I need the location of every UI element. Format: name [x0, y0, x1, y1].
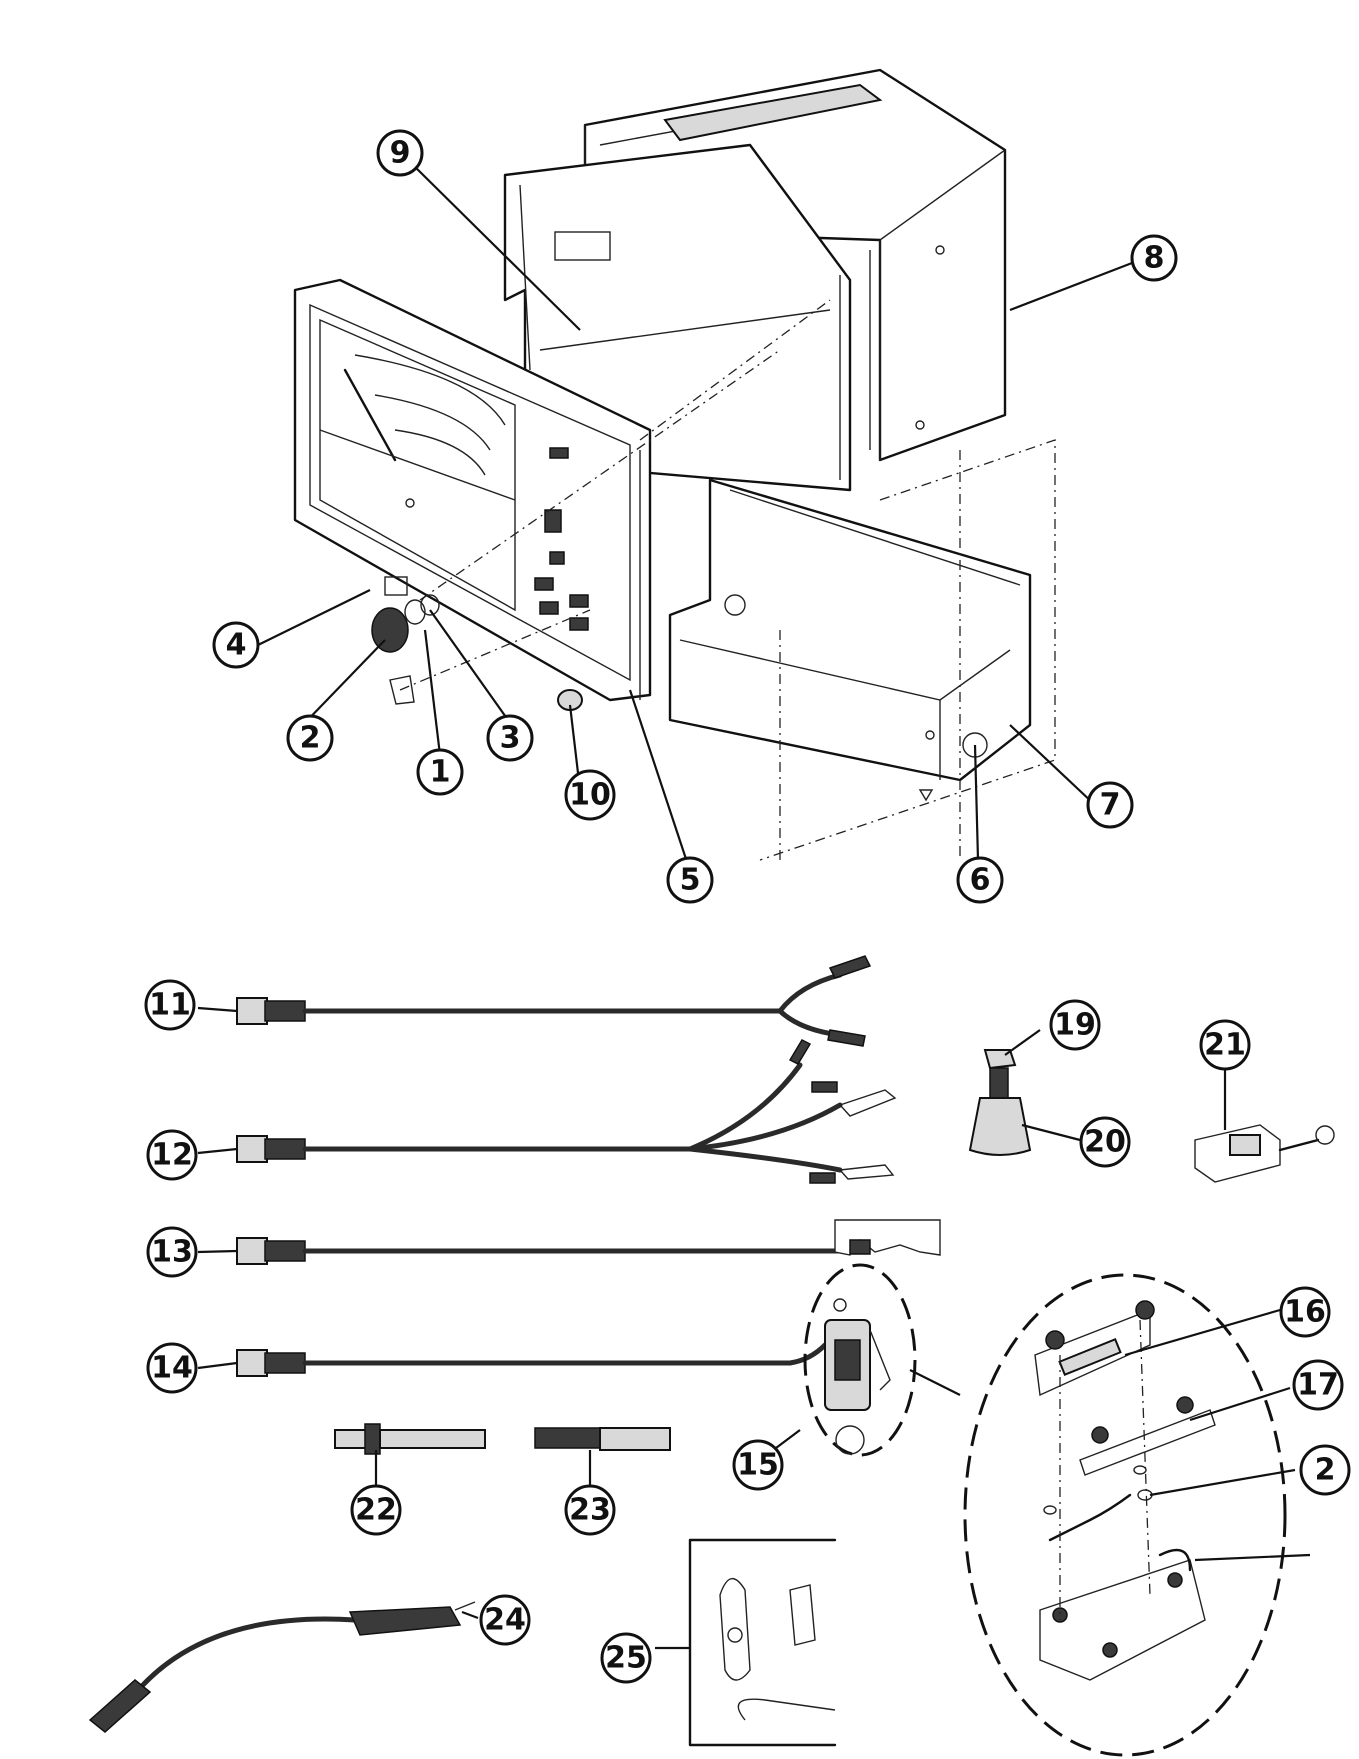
hardware-kit-25: [690, 1540, 835, 1745]
callout-14: 14: [148, 1344, 196, 1392]
svg-text:19: 19: [1054, 1008, 1096, 1043]
callout-24: 24: [481, 1596, 529, 1644]
callout-21: 21: [1201, 1021, 1249, 1069]
svg-text:9: 9: [390, 136, 411, 171]
callout-4: 4: [214, 623, 258, 667]
svg-text:4: 4: [226, 628, 247, 663]
adapter-23: [535, 1428, 670, 1450]
svg-text:14: 14: [151, 1351, 193, 1386]
callout-3: 3: [488, 716, 532, 760]
svg-text:8: 8: [1144, 241, 1165, 276]
svg-text:17: 17: [1297, 1368, 1339, 1403]
svg-text:2: 2: [1315, 1453, 1336, 1488]
connector-assembly: [805, 1265, 915, 1455]
svg-text:1: 1: [430, 755, 451, 790]
test-lead-14: [237, 1345, 825, 1376]
callout-11: 11: [146, 981, 194, 1029]
svg-text:16: 16: [1284, 1295, 1326, 1330]
svg-text:22: 22: [355, 1493, 397, 1528]
adapter-22: [335, 1424, 485, 1454]
callout-7: 7: [1088, 783, 1132, 827]
test-lead-11: [237, 956, 870, 1046]
svg-text:11: 11: [149, 988, 191, 1023]
svg-text:13: 13: [151, 1235, 193, 1270]
svg-text:6: 6: [970, 863, 991, 898]
jumper-lead-24: [90, 1602, 475, 1732]
terminal-connector: [1195, 1125, 1334, 1182]
svg-text:21: 21: [1204, 1028, 1246, 1063]
callout-16: 16: [1281, 1288, 1329, 1336]
callout-22: 22: [352, 1486, 400, 1534]
svg-text:7: 7: [1100, 788, 1121, 823]
bolt-and-boot: [970, 1050, 1030, 1155]
svg-text:24: 24: [484, 1603, 526, 1638]
callout-18: 2: [1301, 1446, 1349, 1494]
callout-13: 13: [148, 1228, 196, 1276]
callout-19: 19: [1051, 1001, 1099, 1049]
callout-25: 25: [602, 1634, 650, 1682]
svg-text:10: 10: [569, 778, 611, 813]
svg-text:3: 3: [500, 721, 521, 756]
callout-9: 9: [378, 131, 422, 175]
svg-text:5: 5: [680, 863, 701, 898]
callout-20: 20: [1081, 1118, 1129, 1166]
callout-6: 6: [958, 858, 1002, 902]
callout-17: 17: [1294, 1361, 1342, 1409]
test-lead-12: [237, 1040, 895, 1183]
callout-23: 23: [566, 1486, 614, 1534]
detail-enlargement: [910, 1275, 1310, 1755]
callout-2: 2: [288, 716, 332, 760]
svg-text:15: 15: [737, 1448, 779, 1483]
svg-text:23: 23: [569, 1493, 611, 1528]
svg-text:20: 20: [1084, 1125, 1126, 1160]
svg-text:25: 25: [605, 1641, 647, 1676]
callout-8: 8: [1132, 236, 1176, 280]
callout-12: 12: [148, 1131, 196, 1179]
callout-5: 5: [668, 858, 712, 902]
test-lead-13: [237, 1220, 940, 1264]
svg-text:2: 2: [300, 721, 321, 756]
callout-15: 15: [734, 1441, 782, 1489]
svg-text:12: 12: [151, 1138, 193, 1173]
callout-10: 10: [566, 771, 614, 819]
callout-1: 1: [418, 750, 462, 794]
